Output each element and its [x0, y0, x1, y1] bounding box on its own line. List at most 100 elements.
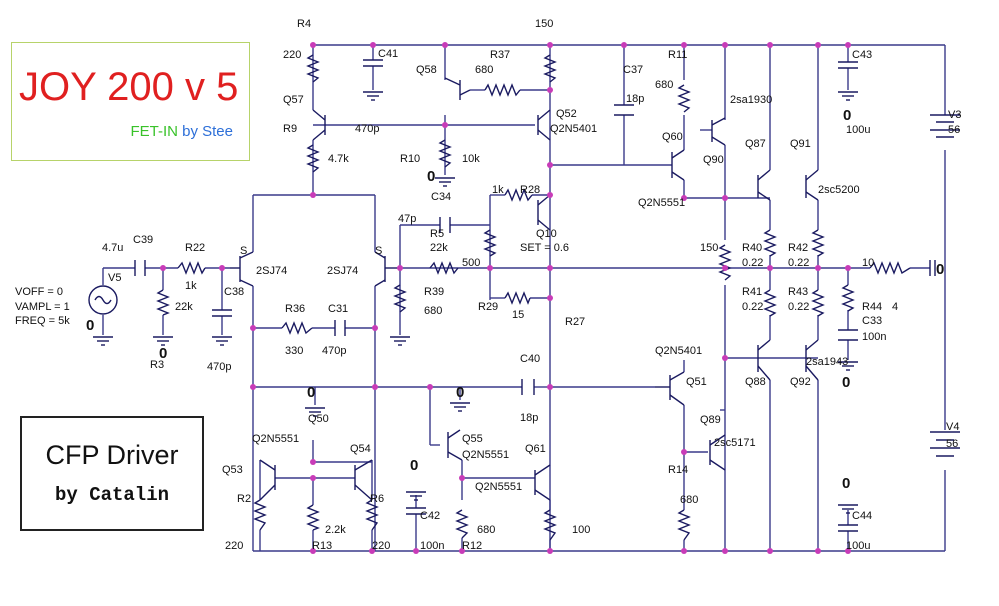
resistor-r11	[677, 84, 691, 113]
label-100u-b: 100u	[846, 540, 870, 552]
label-680a: 680	[475, 64, 493, 76]
label-q52: Q52	[556, 108, 577, 120]
label-c33: C33	[862, 315, 882, 327]
resistor-r43	[811, 289, 825, 317]
label-2sa1943: 2sa1943	[806, 356, 848, 368]
label-q2n5551c: Q2N5551	[462, 449, 509, 461]
resistors	[156, 54, 911, 541]
label-15: 15	[512, 309, 524, 321]
label-r28: R28	[520, 184, 540, 196]
circuit-subtitle: FET-IN by Stee	[130, 123, 233, 140]
label-150top: 150	[535, 18, 553, 30]
label-q50: Q50	[308, 413, 329, 425]
label-1k-a: 1k	[492, 184, 504, 196]
label-c43: C43	[852, 49, 872, 61]
label-500: 500	[462, 257, 480, 269]
label-680e: 680	[477, 524, 495, 536]
label-0-22d: 0.22	[788, 301, 809, 313]
label-4: 4	[892, 301, 898, 313]
label-v5: V5	[108, 272, 121, 284]
label-c41: C41	[378, 48, 398, 60]
label-c44: C44	[852, 510, 872, 522]
resistor-r14	[677, 509, 691, 541]
resistor-r40	[763, 229, 777, 257]
resistor-r28	[504, 188, 533, 202]
label-0-22b: 0.22	[788, 257, 809, 269]
label-q51: Q51	[686, 376, 707, 388]
label-r43: R43	[788, 286, 808, 298]
cfp-driver-title: CFP Driver	[45, 440, 179, 470]
label-680c: 680	[424, 305, 442, 317]
label-r41: R41	[742, 286, 762, 298]
label-1k-b: 1k	[185, 280, 197, 292]
label-0-22c: 0.22	[742, 301, 763, 313]
label-r11: R11	[668, 49, 687, 61]
label-100n-a: 100n	[862, 331, 886, 343]
label-47p: 47p	[398, 213, 416, 225]
label-v4: V4	[946, 421, 959, 433]
label-220a: 220	[283, 49, 301, 61]
sources	[88, 114, 960, 457]
label-18p-b: 18p	[520, 412, 538, 424]
label-q60: Q60	[662, 131, 683, 143]
rails	[102, 44, 946, 552]
capacitors	[134, 59, 936, 532]
label-100u-a: 100u	[846, 124, 870, 136]
label-r36: R36	[285, 303, 305, 315]
label-out-0: 0	[936, 261, 944, 278]
label-freq: FREQ = 5k	[15, 315, 70, 327]
label-q2n5401b: Q2N5401	[655, 345, 702, 357]
label-q58: Q58	[416, 64, 437, 76]
label-r29: R29	[478, 301, 498, 313]
label-r10: R10	[400, 153, 420, 165]
label-vampl: VAMPL = 1	[15, 301, 70, 313]
label-2sa1930: 2sa1930	[730, 94, 772, 106]
author-label: by Stee	[182, 123, 233, 140]
label-q54: Q54	[350, 443, 371, 455]
label-voff: VOFF = 0	[15, 286, 63, 298]
transistors	[230, 77, 819, 501]
label-r22: R22	[185, 242, 205, 254]
label-q10: Q10	[536, 228, 557, 240]
label-zero-i: 0	[842, 475, 850, 492]
label-r13: R13	[312, 540, 332, 552]
label-r44: R44	[862, 301, 882, 313]
signal-source-v5	[88, 285, 118, 315]
label-zero-b: 0	[427, 168, 435, 185]
label-r4: R4	[297, 18, 311, 30]
resistor-r9	[306, 144, 320, 173]
resistor-r100	[543, 509, 557, 541]
label-zero-f: 0	[307, 384, 315, 401]
label-470p: 470p	[355, 123, 379, 135]
label-r42: R42	[788, 242, 808, 254]
resistor-150	[718, 244, 732, 281]
label-set: SET = 0.6	[520, 242, 569, 254]
label-r14: R14	[668, 464, 688, 476]
label-zero-e: 0	[842, 374, 850, 391]
label-10: 10	[862, 257, 874, 269]
label-c31: C31	[328, 303, 348, 315]
label-2sc5171: 2sc5171	[714, 437, 756, 449]
label-zero-g: 0	[456, 384, 464, 401]
label-r5: R5	[430, 228, 444, 240]
label-c38: C38	[224, 286, 244, 298]
label-q2n5551a: Q2N5551	[638, 197, 685, 209]
label-zero-c: 0	[86, 317, 94, 334]
label-q92: Q92	[790, 376, 811, 388]
label-r3: R3	[150, 359, 164, 371]
label-q2n5551d: Q2N5551	[475, 481, 522, 493]
label-v3: V3	[948, 109, 961, 121]
label-56b: 56	[946, 438, 958, 450]
label-r37: R37	[490, 49, 510, 61]
resistor-r41	[763, 289, 777, 317]
label-q53: Q53	[222, 464, 243, 476]
label-2sj74b: 2SJ74	[327, 265, 358, 277]
label-r2: R2	[237, 493, 251, 505]
label-22k-a: 22k	[430, 242, 448, 254]
label-q87: Q87	[745, 138, 766, 150]
resistor-r36	[281, 321, 313, 335]
resistor-r37b	[543, 54, 557, 83]
resistor-r12	[455, 509, 469, 539]
fet-in-label: FET-IN	[130, 123, 178, 140]
